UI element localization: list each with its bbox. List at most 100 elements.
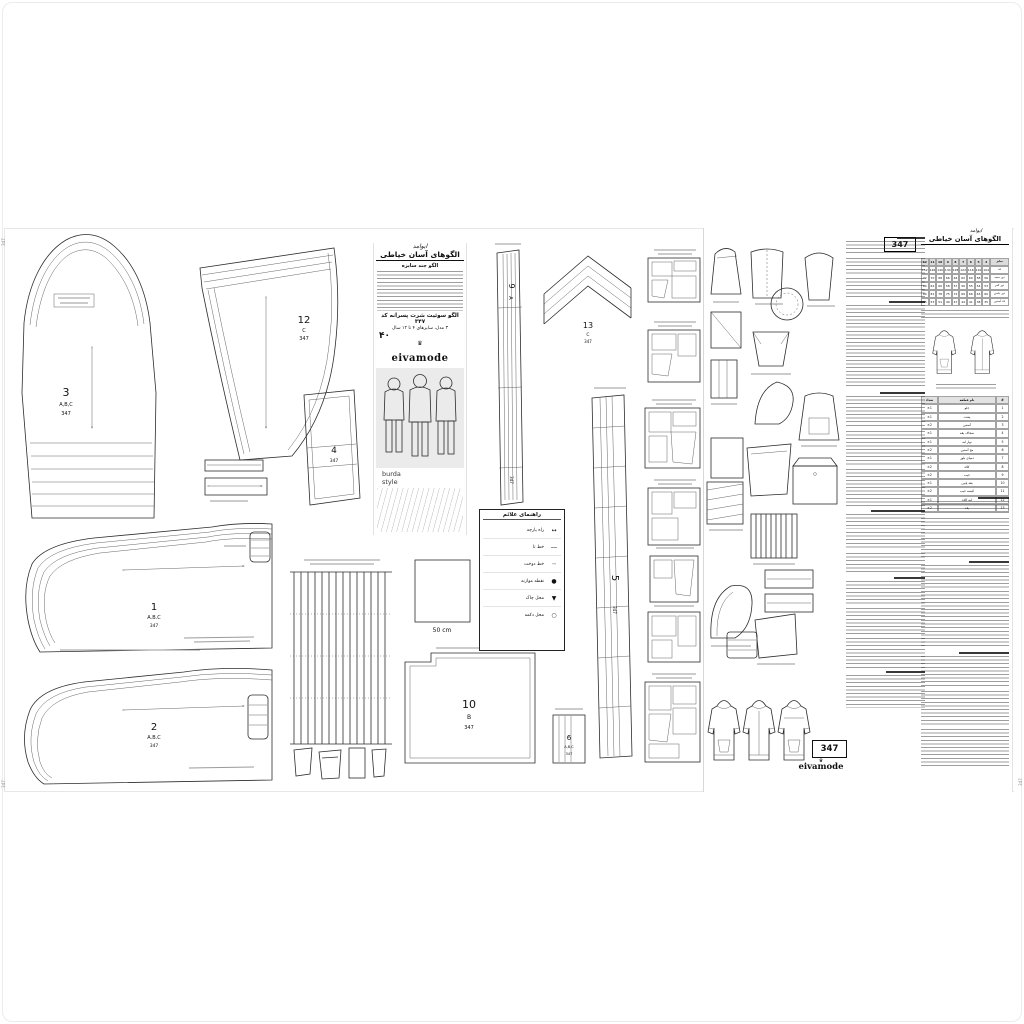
svg-text:C: C <box>586 332 589 338</box>
svg-text:3: 3 <box>63 386 70 399</box>
table-cell: 7 <box>996 454 1009 463</box>
table-cell: قد <box>990 266 1009 275</box>
paragraph-text-lines <box>921 729 1009 767</box>
table-cell: 44 <box>959 298 967 307</box>
table-row: دور باسن606366697275788184 <box>920 290 1009 299</box>
table-cell: 5 <box>974 258 983 267</box>
paragraph-text-lines <box>921 538 1009 558</box>
notch-symbol: ▼ <box>551 594 557 602</box>
table-cell: 11 <box>996 487 1009 496</box>
table-cell: 104 <box>982 266 990 275</box>
table-cell: دور سینه <box>990 274 1009 283</box>
table-cell: 8 <box>951 258 960 267</box>
stitchline-symbol: ┄ <box>552 560 556 568</box>
table-cell: 1 <box>996 404 1009 413</box>
paragraph-text-lines <box>846 608 925 635</box>
table-cell: مچ آستین <box>938 445 996 455</box>
paragraph-text-lines <box>921 591 1009 617</box>
kids-photo <box>376 368 464 468</box>
table-cell: 66 <box>966 290 975 299</box>
table-cell: 9 <box>943 258 952 267</box>
mini-layout-sketches <box>293 747 387 780</box>
svg-text:347: 347 <box>61 411 71 417</box>
table-cell: دور کمر <box>990 282 1009 291</box>
paragraph-heading-line <box>897 237 925 239</box>
table-cell: 5 <box>996 437 1009 446</box>
svg-text:A,B,C: A,B,C <box>564 745 574 749</box>
instruction-sheet: ایوامد الگوهای آسان خیاطی 347 سایز456789… <box>703 228 1013 792</box>
table-cell: 60 <box>982 290 990 299</box>
table-cell: 68 <box>936 274 944 283</box>
table-row: قد104110116122128134140146152 <box>920 266 1009 275</box>
size-table: سایز456789101112قد1041101161221281341401… <box>920 258 1009 307</box>
table-cell: 11 <box>928 258 937 267</box>
svg-text:B: B <box>467 714 471 721</box>
table-cell: 128 <box>951 266 960 275</box>
svg-text:A,B,C: A,B,C <box>59 402 73 408</box>
table-cell: 53 <box>928 298 937 307</box>
table-row: سایز456789101112 <box>920 258 1009 267</box>
table-cell: 10 <box>996 479 1009 488</box>
table-cell: جلو <box>938 404 996 413</box>
table-cell: 70 <box>928 274 937 283</box>
pattern-strip-pieces <box>204 459 268 502</box>
table-cell: سایز <box>990 258 1009 267</box>
paragraph-text-lines <box>846 532 925 550</box>
panel-subtitle: الگو چند سایزه <box>401 263 439 269</box>
pattern-piece-12: 12 C 347 <box>199 247 339 461</box>
paragraph-text-lines <box>921 565 1009 588</box>
svg-text:347: 347 <box>612 606 617 614</box>
brand-script: ایوامد <box>969 228 982 234</box>
table-cell: 134 <box>943 266 952 275</box>
table-row: دور سینه565860626466687072 <box>920 274 1009 283</box>
table-cell: 110 <box>974 266 983 275</box>
footer-code-badge: 347 <box>812 740 847 758</box>
scale-square: 50 cm <box>414 559 471 634</box>
table-cell: 58 <box>943 282 952 291</box>
pattern-piece-10: 10 B 347 <box>404 647 536 764</box>
price-number: ۴۰ <box>379 331 390 341</box>
table-cell: قد آستین <box>990 298 1009 307</box>
measurement-scale-chart <box>290 559 392 745</box>
table-cell: 60 <box>936 282 944 291</box>
pattern-piece-9: 9 A 347 <box>495 243 524 506</box>
table-cell: 66 <box>943 274 952 283</box>
paragraph-text-lines <box>846 258 925 275</box>
pattern-piece-4: 4 347 <box>303 389 361 506</box>
paragraph-text-lines <box>846 305 925 328</box>
paragraph-heading-line <box>968 561 1009 563</box>
garment-technical-sketch <box>930 324 1002 380</box>
table-cell: 62 <box>928 282 937 291</box>
table-cell: # <box>996 396 1009 405</box>
pattern-cuff-piece-lower <box>247 694 269 740</box>
table-cell: 2 <box>996 412 1009 421</box>
svg-text:2: 2 <box>151 722 157 733</box>
button-symbol: ○ <box>551 611 557 619</box>
paragraph-text-lines <box>846 675 925 708</box>
crown-icon: ♛ <box>818 758 824 764</box>
svg-text:4: 4 <box>331 446 337 456</box>
table-cell: کلاه <box>938 462 996 471</box>
table-cell: 10 <box>936 258 944 267</box>
table-cell: نام قطعه <box>938 396 996 405</box>
cutting-layout-boxes <box>644 249 701 763</box>
table-cell: 47 <box>951 298 960 307</box>
paragraph-text-lines <box>921 518 1009 535</box>
pattern-piece-5: 5 347 <box>591 387 633 759</box>
svg-text:C: C <box>302 328 306 334</box>
right-column-text <box>921 494 1009 786</box>
table-cell: 140 <box>936 266 944 275</box>
svg-text:347: 347 <box>584 339 592 344</box>
legend-item: ↔راه پارچه <box>483 522 561 539</box>
paragraph-heading-line <box>894 577 925 579</box>
paragraph-text-lines <box>846 360 925 389</box>
table-cell: 2× <box>921 462 938 471</box>
paragraph-text-lines <box>921 656 1009 688</box>
